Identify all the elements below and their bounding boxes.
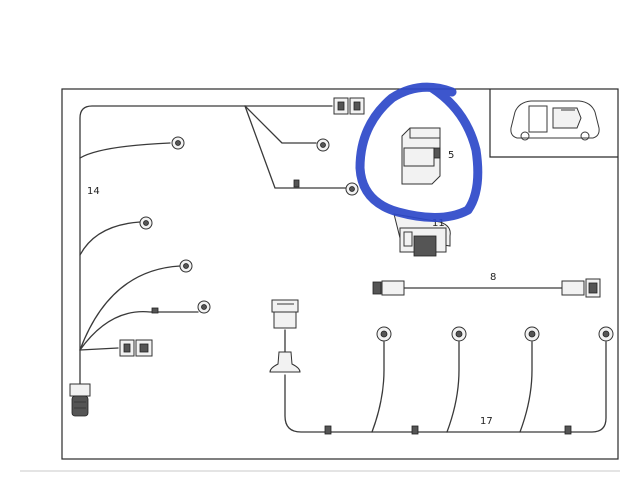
label-bracket: 5 (448, 150, 454, 161)
diagram-frame (61, 88, 619, 460)
label-main-harness: 14 (87, 186, 100, 197)
sensor-icon (451, 326, 467, 342)
main-harness-14: 14 (69, 97, 365, 417)
sensor-icon (139, 216, 153, 230)
sensor-icon (345, 182, 359, 196)
bracket-5: 5 (401, 127, 454, 185)
highlight-mark (355, 82, 483, 223)
wire-clip (151, 307, 159, 314)
car-icon (510, 100, 600, 141)
sensor-icon (598, 326, 614, 342)
connector-icon (333, 97, 365, 115)
connector-icon (119, 339, 153, 357)
adapter-cable-8: 8 (372, 272, 601, 298)
connector-icon (271, 299, 299, 329)
connector-icon (69, 349, 91, 417)
vehicle-inset-frame (489, 89, 618, 158)
control-unit-11: 11 (393, 213, 451, 257)
sensor-icon (179, 259, 193, 273)
connector-icon (561, 278, 601, 298)
label-control-unit: 11 (432, 218, 445, 229)
sensor-harness-17: 17 (269, 299, 614, 435)
grommet-icon (269, 351, 301, 373)
sensor-icon (376, 326, 392, 342)
sensor-icon (171, 136, 185, 150)
wire-clip (564, 425, 572, 435)
sensor-icon (524, 326, 540, 342)
connector-icon (372, 280, 405, 296)
wire-clip (324, 425, 332, 435)
label-adapter-cable: 8 (490, 272, 496, 283)
sensor-icon (197, 300, 211, 314)
label-sensor-harness: 17 (480, 416, 493, 427)
wire-clip (411, 425, 419, 435)
sensor-icon (316, 138, 330, 152)
wire-clip (293, 179, 300, 188)
